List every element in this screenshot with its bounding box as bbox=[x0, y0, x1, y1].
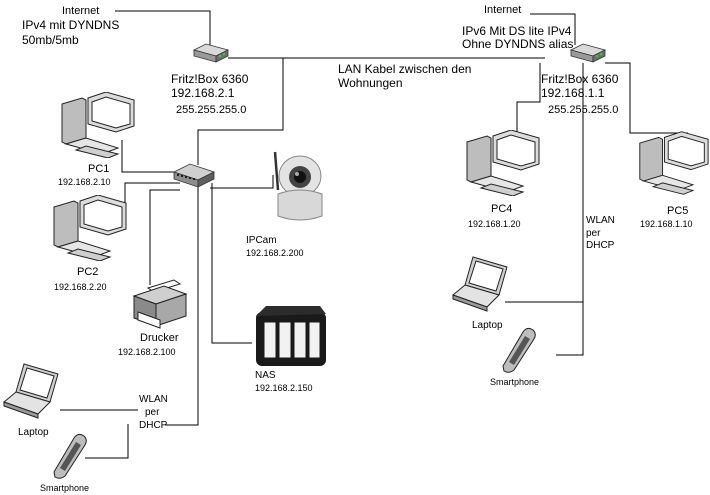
left-laptop-icon bbox=[3, 363, 59, 419]
pc1-switch-line bbox=[121, 140, 180, 173]
right-smartphone-name: Smartphone bbox=[490, 377, 540, 387]
left-internet-label: Internet bbox=[62, 5, 100, 17]
pc1-name: PC1 bbox=[88, 163, 110, 175]
right-smartphone-icon bbox=[502, 327, 536, 373]
printer-switch-line bbox=[149, 189, 180, 285]
left-laptop-name: Laptop bbox=[18, 427, 49, 438]
lan-cable-label-line1: LAN Kabel zwischen den bbox=[338, 62, 472, 76]
left-router-name: Fritz!Box 6360 bbox=[171, 72, 249, 86]
left-router-switch-line bbox=[197, 58, 284, 165]
left-internet-line bbox=[115, 10, 211, 45]
ipcam-name: IPCam bbox=[246, 235, 277, 246]
nas-icon bbox=[256, 306, 326, 366]
pc5-icon bbox=[639, 131, 709, 195]
ipcam-switch-line bbox=[210, 175, 274, 189]
switch-icon bbox=[172, 163, 216, 188]
pc2-ip: 192.168.2.20 bbox=[54, 282, 107, 292]
left-wlan-line bbox=[165, 185, 199, 426]
left-router-mask: 255.255.255.0 bbox=[176, 104, 247, 116]
pc1-ip: 192.168.2.10 bbox=[58, 177, 111, 187]
pc2-icon bbox=[53, 195, 127, 261]
printer-name: Drucker bbox=[140, 332, 179, 344]
pc5-name: PC5 bbox=[667, 205, 689, 217]
left-connection-line2: 50mb/5mb bbox=[22, 33, 79, 47]
right-wlan-line1: WLAN bbox=[586, 215, 615, 226]
right-internet-label: Internet bbox=[484, 4, 522, 16]
right-router-pc5-line bbox=[605, 62, 688, 134]
right-internet-line bbox=[530, 13, 576, 45]
right-router-ip: 192.168.1.1 bbox=[541, 86, 605, 100]
lan-cable-label-line2: Wohnungen bbox=[338, 76, 403, 90]
pc5-ip: 192.168.1.10 bbox=[640, 219, 693, 229]
left-router-icon bbox=[192, 43, 230, 63]
pc4-icon bbox=[466, 130, 540, 196]
printer-ip: 192.168.2.100 bbox=[118, 347, 176, 357]
right-wlan-line bbox=[556, 63, 584, 356]
left-smartphone-name: Smartphone bbox=[40, 483, 90, 493]
nas-ip: 192.168.2.150 bbox=[255, 383, 313, 393]
left-smartphone-icon bbox=[53, 433, 87, 479]
right-connection-line2: Ohne DYNDNS alias bbox=[462, 37, 574, 51]
pc4-ip: 192.168.1.20 bbox=[468, 219, 521, 229]
right-router-icon bbox=[569, 43, 607, 63]
left-wlan-line3: DHCP bbox=[139, 420, 168, 431]
right-wlan-line2: per bbox=[586, 228, 601, 239]
ipcam-icon bbox=[273, 151, 323, 221]
left-smartphone-line bbox=[85, 424, 129, 459]
nas-switch-line bbox=[211, 183, 252, 344]
pc4-name: PC4 bbox=[491, 203, 513, 215]
right-wlan-line3: DHCP bbox=[586, 240, 615, 251]
right-router-pc4-line bbox=[516, 63, 541, 133]
left-router-ip: 192.168.2.1 bbox=[171, 86, 235, 100]
right-laptop-name: Laptop bbox=[472, 320, 503, 331]
right-connection-line1: IPv6 Mit DS lite IPv4 bbox=[462, 24, 572, 38]
right-router-name: Fritz!Box 6360 bbox=[541, 72, 619, 86]
left-connection-line1: IPv4 mit DYNDNS bbox=[22, 18, 120, 32]
ipcam-ip: 192.168.2.200 bbox=[246, 248, 304, 258]
right-router-mask: 255.255.255.0 bbox=[548, 104, 619, 116]
printer-icon bbox=[132, 279, 188, 329]
left-wlan-line2: per bbox=[145, 407, 160, 418]
pc2-name: PC2 bbox=[77, 266, 99, 278]
right-laptop-icon bbox=[452, 256, 508, 312]
left-wlan-line1: WLAN bbox=[139, 394, 168, 405]
pc1-icon bbox=[61, 92, 135, 158]
nas-name: NAS bbox=[255, 370, 276, 381]
